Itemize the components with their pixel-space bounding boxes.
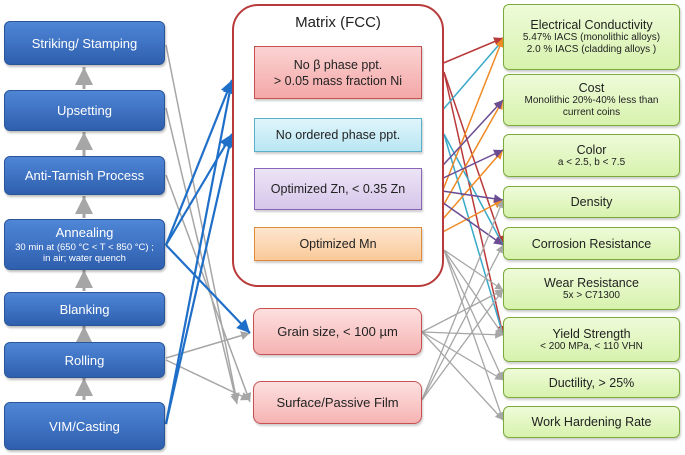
property-detail-1: < 200 MPa, < 110 VHN [540, 340, 643, 352]
process-annealing-detail-2: in air; water quench [43, 253, 126, 264]
matrix-optimized-zn: Optimized Zn, < 0.35 Zn [254, 168, 422, 210]
property-wear-resistance: Wear Resistance 5x > C71300 [503, 268, 680, 310]
property-detail-1: 5x > C71300 [563, 290, 620, 301]
process-label: VIM/Casting [49, 418, 120, 434]
property-label: Cost [578, 81, 605, 95]
property-cost: Cost Monolithic 20%-40% less than curren… [503, 74, 680, 126]
property-label: Work Hardening Rate [531, 415, 652, 429]
process-label: Rolling [64, 352, 105, 368]
matrix-item-line1: Optimized Zn, < 0.35 Zn [270, 182, 406, 196]
matrix-optimized-mn: Optimized Mn [254, 227, 422, 261]
matrix-item-line2: > 0.05 mass fraction Ni [273, 73, 403, 88]
property-label: Density [570, 195, 613, 209]
process-label: Upsetting [57, 103, 112, 118]
process-annealing: Annealing 30 min at (650 °C < T < 850 °C… [4, 219, 165, 270]
process-label: Anti-Tarnish Process [24, 168, 145, 183]
grain-size-box: Grain size, < 100 µm [253, 308, 422, 355]
microstructure-label: Surface/Passive Film [276, 395, 399, 410]
property-detail-2: current coins [562, 107, 621, 118]
process-blanking: Blanking [4, 292, 165, 326]
process-label: Annealing [55, 225, 114, 240]
blue-process-lines [164, 79, 251, 425]
process-label: Striking/ Stamping [31, 35, 138, 51]
matrix-title: Matrix (FCC) [295, 14, 381, 31]
property-yield-strength: Yield Strength < 200 MPa, < 110 VHN [503, 317, 680, 362]
matrix-item-line1: No β phase ppt. [293, 57, 383, 72]
microstructure-label: Grain size, < 100 µm [277, 324, 398, 339]
property-ductility: Ductility, > 25% [503, 368, 680, 398]
property-detail-1: a < 2.5, b < 7.5 [557, 156, 626, 168]
process-annealing-detail-1: 30 min at (650 °C < T < 850 °C) ; [15, 242, 154, 253]
property-label: Wear Resistance [544, 276, 639, 290]
process-rolling: Rolling [4, 342, 165, 378]
matrix-no-beta-phase: No β phase ppt. > 0.05 mass fraction Ni [254, 46, 422, 99]
matrix-item-line1: Optimized Mn [299, 237, 377, 251]
property-detail-1: Monolithic 20%-40% less than [524, 95, 659, 106]
process-anti-tarnish: Anti-Tarnish Process [4, 156, 165, 195]
matrix-no-ordered-phase: No ordered phase ppt. [254, 118, 422, 152]
property-label: Color [576, 142, 607, 157]
process-label: Blanking [59, 301, 110, 317]
property-electrical-conductivity: Electrical Conductivity 5.47% IACS (mono… [503, 4, 680, 70]
process-vim-casting: VIM/Casting [4, 402, 165, 450]
process-upsetting: Upsetting [4, 90, 165, 131]
gray-structure-lines [421, 199, 505, 421]
property-detail-2: 2.0 % IACS (cladding alloys ) [526, 44, 657, 55]
property-label: Corrosion Resistance [531, 236, 652, 251]
property-label: Yield Strength [552, 326, 631, 341]
matrix-item-line1: No ordered phase ppt. [275, 128, 401, 142]
property-work-hardening-rate: Work Hardening Rate [503, 406, 680, 438]
property-label: Ductility, > 25% [548, 376, 635, 390]
property-color: Color a < 2.5, b < 7.5 [503, 134, 680, 177]
property-label: Electrical Conductivity [530, 18, 653, 32]
surface-passive-film-box: Surface/Passive Film [253, 381, 422, 424]
property-detail-1: 5.47% IACS (monolithic alloys) [522, 32, 661, 43]
property-corrosion-resistance: Corrosion Resistance [503, 227, 680, 260]
property-density: Density [503, 186, 680, 218]
process-striking-stamping: Striking/ Stamping [4, 21, 165, 65]
